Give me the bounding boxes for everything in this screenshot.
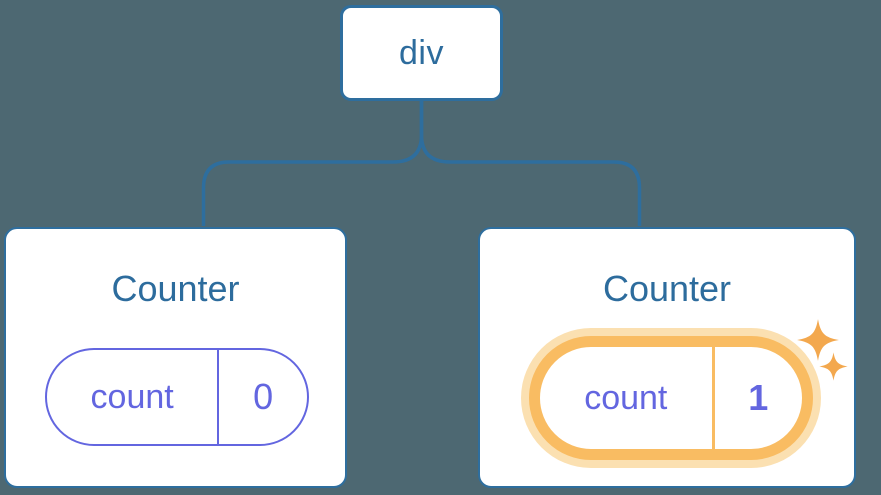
counter-card-1: Counter count 1 bbox=[478, 227, 856, 488]
state-pill-highlighted: count 1 bbox=[529, 336, 813, 460]
component-title: Counter bbox=[602, 268, 732, 309]
state-pill: count 0 bbox=[45, 348, 309, 446]
root-node: div bbox=[340, 5, 503, 101]
component-title: Counter bbox=[111, 268, 240, 309]
state-key-label: count bbox=[540, 347, 715, 449]
counter-card-0: Counter count 0 bbox=[4, 227, 347, 488]
root-node-label: div bbox=[399, 33, 444, 72]
state-value: 1 bbox=[748, 377, 769, 418]
state-key-label: count bbox=[47, 350, 220, 444]
state-value: 0 bbox=[253, 376, 274, 417]
